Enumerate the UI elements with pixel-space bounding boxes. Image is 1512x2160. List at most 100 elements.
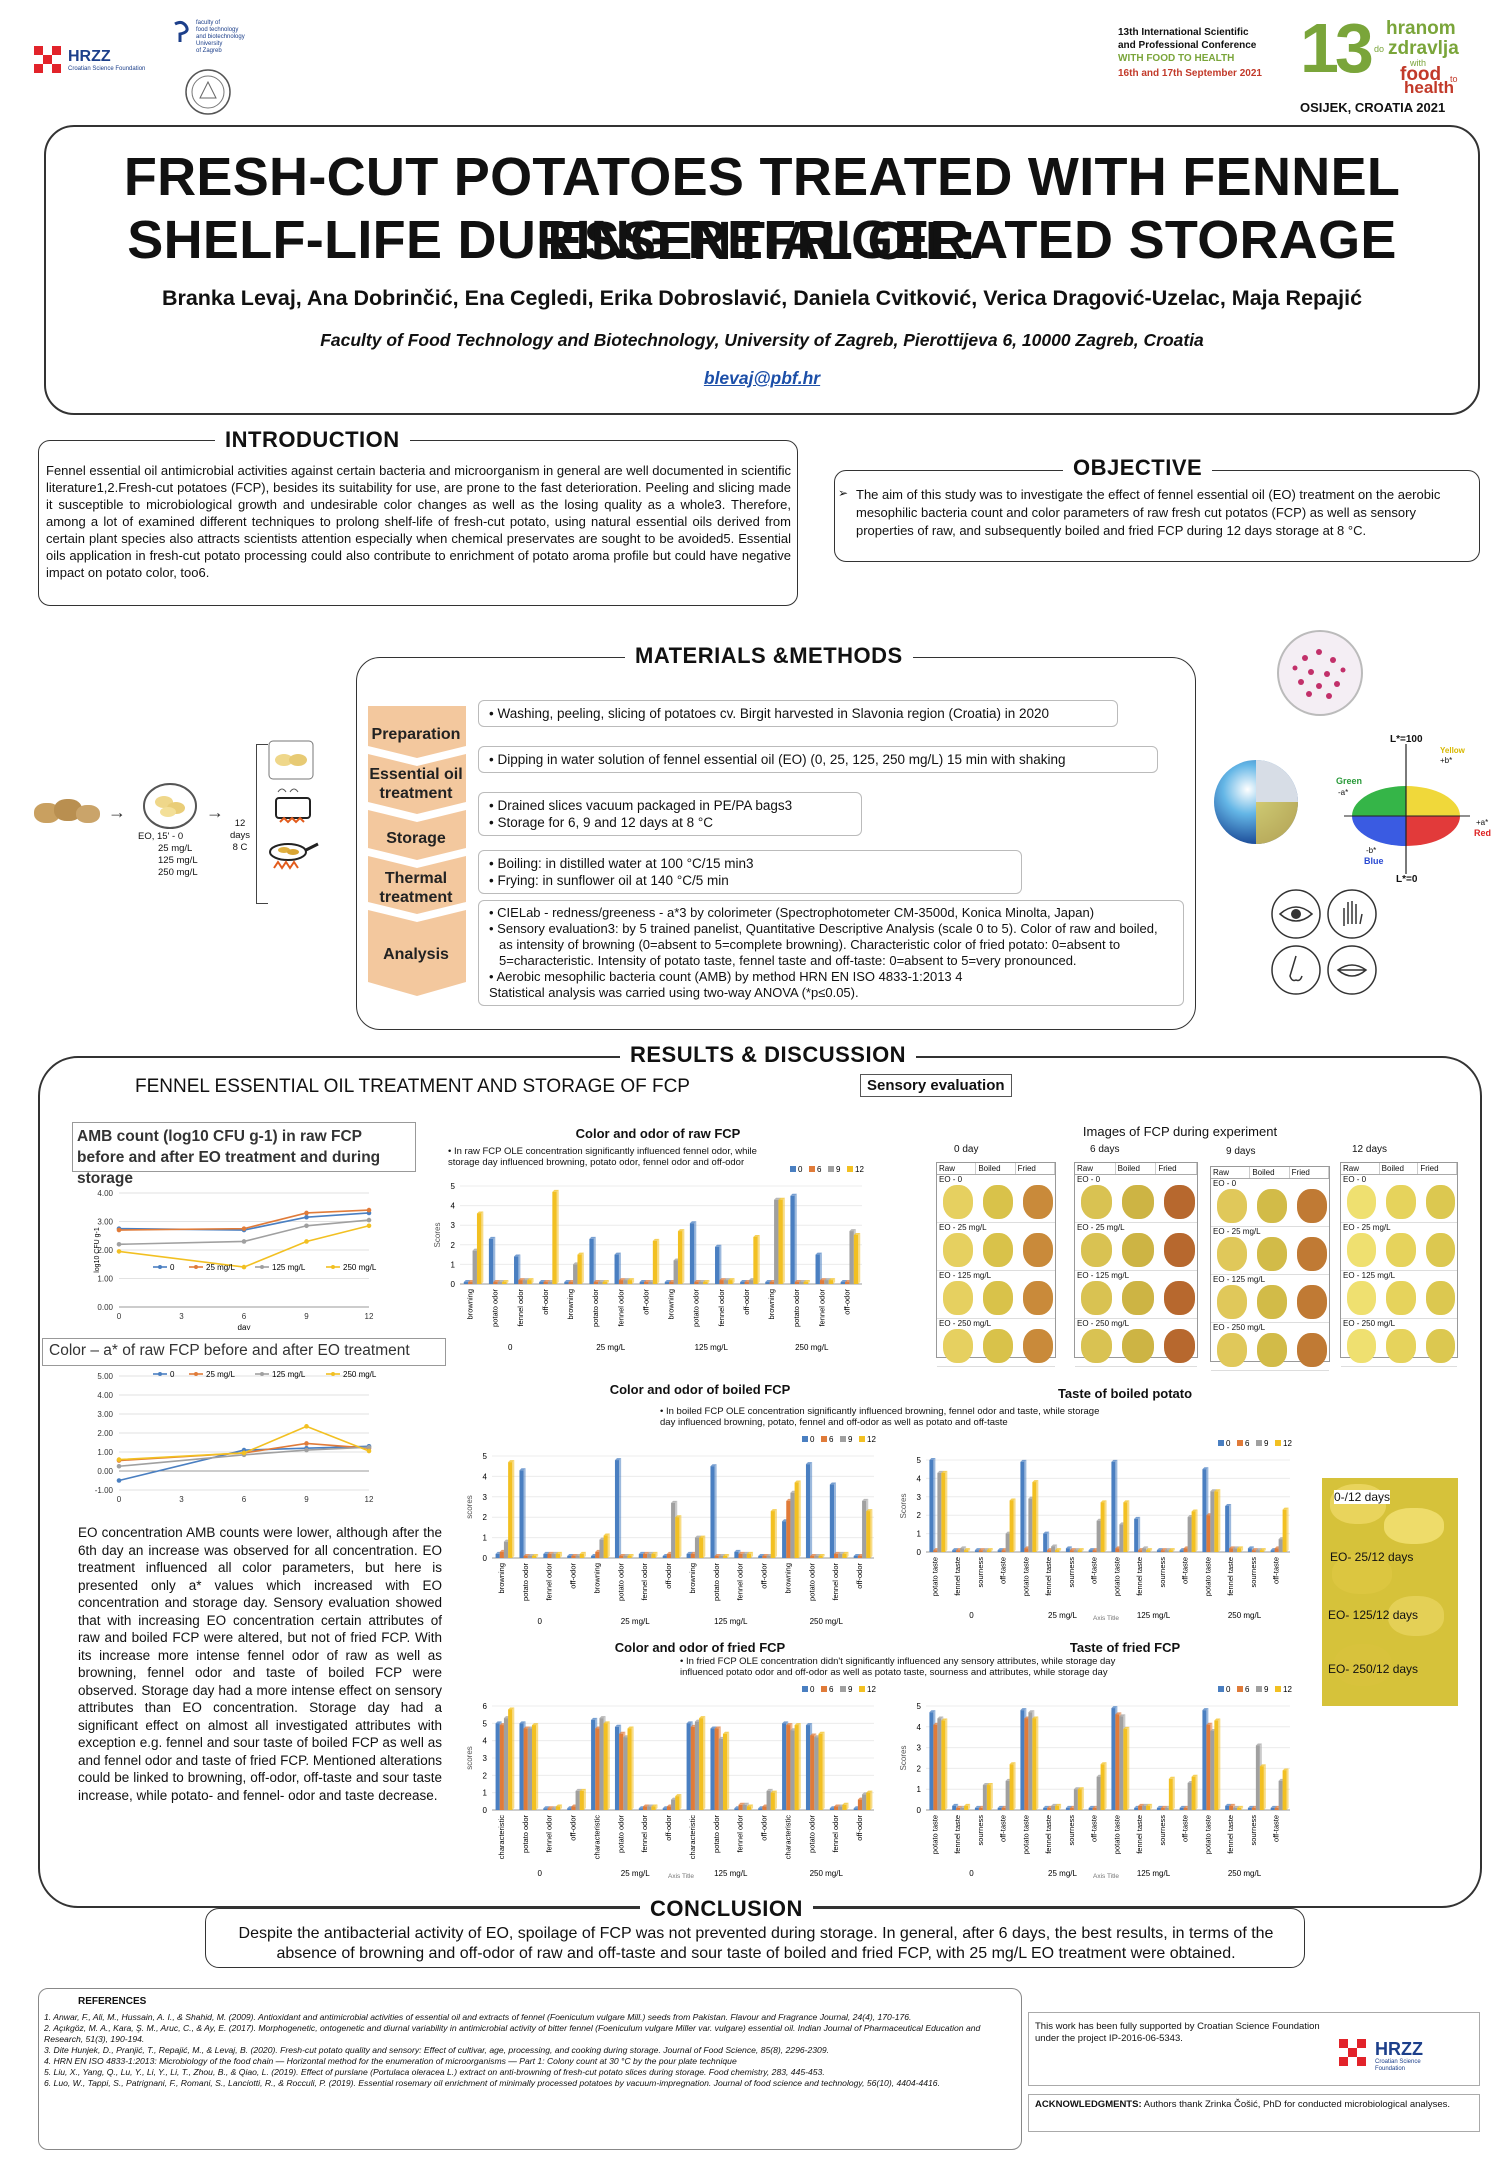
poster-title-line-2: SHELF-LIFE DURING REFRIGERATED STORAGE	[127, 210, 1397, 270]
bar	[1214, 1720, 1219, 1810]
title-box	[44, 125, 1480, 415]
bar-top	[818, 1553, 825, 1556]
y-tick-label: 3.00	[97, 1410, 113, 1419]
legend-label-1: 6	[817, 1165, 822, 1174]
bar	[1164, 1807, 1169, 1810]
attribute-label: browning	[566, 1289, 575, 1319]
data-point	[241, 1450, 247, 1456]
photo-col-1: Boiled	[1380, 1163, 1419, 1174]
bar-top	[1202, 1708, 1209, 1711]
bar-top	[866, 1790, 873, 1793]
potato-slice-photo	[1217, 1285, 1247, 1319]
bar	[603, 1535, 608, 1558]
y-tick-label: 3	[451, 1221, 456, 1230]
bar-top	[543, 1280, 550, 1283]
bar-side	[1024, 1459, 1027, 1552]
bar	[1032, 1718, 1037, 1810]
boiled-chart-note: • In boiled FCP OLE concentration signif…	[660, 1406, 1100, 1428]
bar-top	[723, 1278, 731, 1281]
potato-slice-photo	[1023, 1329, 1053, 1363]
y-axis-label: scores	[465, 1495, 474, 1519]
photo-row-label: EO - 125 mg/L	[939, 1271, 992, 1280]
bar	[1247, 1807, 1252, 1810]
bar	[810, 1555, 815, 1558]
bar	[694, 1721, 700, 1810]
bar	[651, 1806, 656, 1810]
bar-top	[1160, 1548, 1167, 1551]
bar-side	[798, 1480, 801, 1558]
bar-side	[968, 1803, 971, 1810]
bar	[1142, 1805, 1147, 1810]
bar-top	[728, 1278, 735, 1281]
photo-row: EO - 0	[1341, 1175, 1457, 1223]
attribute-label: potato odor	[521, 1815, 530, 1853]
bar	[675, 1517, 680, 1558]
raw-chart-note: • In raw FCP OLE concentration significa…	[448, 1146, 757, 1168]
attribute-label: browning	[688, 1563, 697, 1593]
bar-top	[1123, 1726, 1130, 1729]
bar-top	[1077, 1787, 1084, 1790]
bar-side	[1172, 1776, 1175, 1810]
bar	[1229, 1805, 1234, 1810]
bar	[718, 1738, 723, 1810]
photo-col-1: Boiled	[1250, 1167, 1290, 1178]
bar	[929, 1712, 934, 1810]
bar	[627, 1555, 632, 1558]
bar	[840, 1282, 846, 1284]
bar-side	[727, 1553, 730, 1558]
x-axis-label: Axis Title	[668, 1873, 694, 1880]
group-label: 25 mg/L	[621, 1617, 650, 1626]
thermal-text: • Boiling: in distilled water at 100 °C/…	[478, 850, 1022, 894]
bar	[782, 1723, 787, 1810]
group-label: 0	[969, 1869, 974, 1878]
bar	[1259, 1766, 1264, 1810]
bar	[666, 1806, 672, 1810]
legend-swatch-3	[859, 1686, 865, 1692]
bar-side	[751, 1551, 754, 1558]
bar	[675, 1796, 680, 1810]
y-tick-label: 4.00	[97, 1391, 113, 1400]
bar-side	[619, 1458, 622, 1558]
bar-top	[1214, 1489, 1221, 1492]
bar	[1237, 1807, 1242, 1810]
methods-heading: MATERIALS &METHODS	[625, 643, 913, 669]
bar	[762, 1555, 767, 1558]
attribute-label: fennel odor	[545, 1814, 554, 1852]
references-list: 1. Anwar, F., Ali, M., Hussain, A. I., &…	[44, 2012, 1016, 2089]
bar	[602, 1282, 607, 1284]
objective-heading: OBJECTIVE	[1063, 455, 1213, 481]
bar	[1233, 1807, 1238, 1810]
photo-col-0: Raw	[1075, 1163, 1116, 1174]
intro-heading: INTRODUCTION	[215, 427, 410, 453]
email-link[interactable]: blevaj@pbf.hr	[703, 368, 821, 388]
potato-slice-photo	[1257, 1333, 1287, 1367]
bar-top	[599, 1716, 606, 1719]
bar	[1009, 1764, 1014, 1810]
legend-swatch-1	[1237, 1440, 1243, 1446]
bar-top	[577, 1252, 584, 1255]
bar	[623, 1555, 628, 1558]
bar-top	[488, 1236, 496, 1239]
bar	[1156, 1550, 1161, 1552]
bar-top	[964, 1548, 971, 1551]
bar	[543, 1282, 548, 1284]
bar-top	[698, 1280, 706, 1283]
bar	[639, 1282, 645, 1284]
bar	[539, 1282, 544, 1284]
group-label: 125 mg/L	[714, 1869, 748, 1878]
attribute-label: browning	[667, 1289, 676, 1319]
potato-slice-photo	[1122, 1185, 1154, 1219]
potato-slice-photo	[943, 1329, 973, 1363]
bar-top	[738, 1551, 745, 1554]
bar-top	[647, 1551, 654, 1554]
potato-slice-photo	[1297, 1333, 1327, 1367]
bar	[669, 1282, 674, 1284]
bar	[952, 1550, 957, 1552]
bar	[1073, 1550, 1078, 1552]
bar	[673, 1260, 678, 1284]
x-tick-label: 0	[117, 1312, 122, 1321]
bar	[1043, 1807, 1048, 1810]
group-label: 0	[969, 1611, 974, 1620]
bar-top	[547, 1551, 554, 1554]
